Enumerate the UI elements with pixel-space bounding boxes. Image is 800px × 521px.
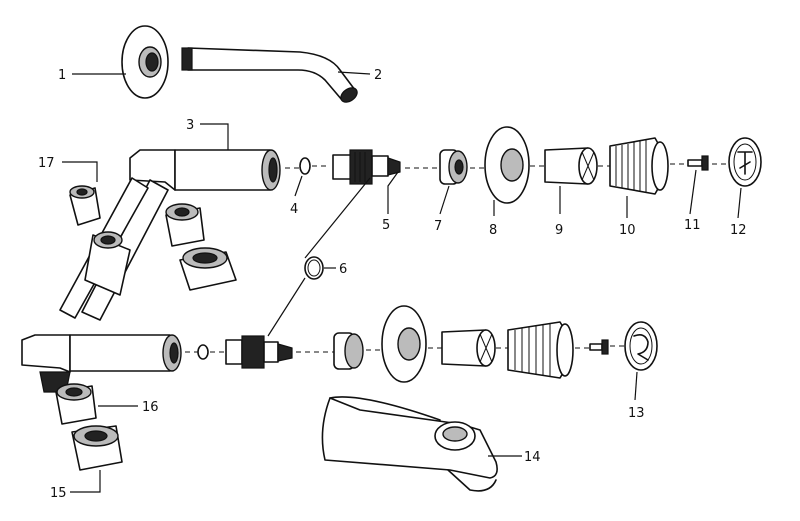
part-9-sleeve (544, 147, 598, 185)
callout-12: 12 (730, 223, 747, 238)
callout-11: 11 (684, 218, 701, 233)
part-2-shower-arm (181, 47, 358, 103)
part-5-valve-stem-upper (332, 149, 401, 185)
callout-8: 8 (489, 223, 497, 238)
lower-valve-and-trim-row (185, 305, 658, 383)
part-16-adapter (55, 383, 97, 425)
callout-3: 3 (186, 118, 194, 133)
part-7-bonnet-nut (439, 149, 468, 185)
callout-6: 6 (339, 262, 347, 277)
callout-10: 10 (619, 223, 636, 238)
part-15-nut (71, 425, 123, 471)
callout-2: 2 (374, 68, 382, 83)
callout-7: 7 (434, 219, 442, 234)
part-4-washer (285, 157, 328, 175)
part-17-plug (69, 185, 101, 226)
callout-9: 9 (555, 223, 563, 238)
upper-trim-row (405, 126, 762, 204)
part-13-index-button (624, 321, 658, 371)
part-10-handle (609, 137, 669, 195)
callout-15: 15 (50, 486, 67, 501)
faucet-body (21, 149, 281, 393)
callout-4: 4 (290, 202, 298, 217)
part-12-index-button (728, 137, 762, 187)
upper-adapter-and-nut (165, 203, 237, 291)
part-1-shower-flange (121, 25, 169, 99)
callout-13: 13 (628, 406, 645, 421)
callout-16: 16 (142, 400, 159, 415)
leader-lines (62, 71, 742, 493)
part-14-tub-spout (321, 396, 498, 492)
valve-stem-lower (225, 335, 293, 369)
callout-1: 1 (58, 68, 66, 83)
part-11-screw (687, 155, 709, 171)
callout-5: 5 (382, 218, 390, 233)
callout-17: 17 (38, 156, 55, 171)
part-6-o-ring (304, 256, 324, 280)
callout-labels: 1 2 3 4 5 6 7 8 9 10 11 12 13 14 15 16 1… (38, 68, 747, 501)
part-8-escutcheon (484, 126, 530, 204)
callout-14: 14 (524, 450, 541, 465)
